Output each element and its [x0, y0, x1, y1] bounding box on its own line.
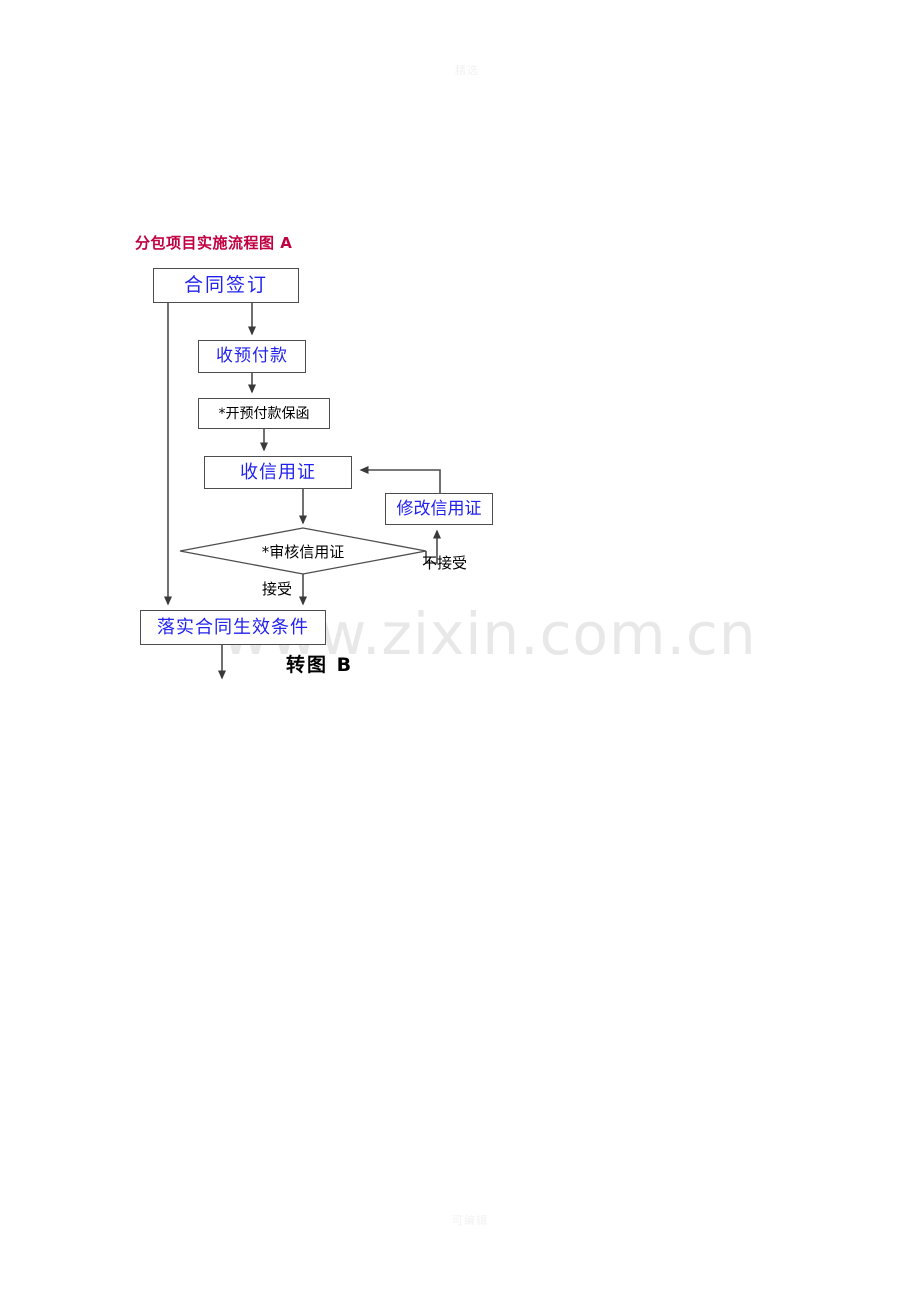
flow-node-fulfill-contract-effective-conditions[interactable]: 落实合同生效条件 — [140, 610, 326, 645]
flow-node-issue-advance-payment-guarantee[interactable]: *开预付款保函 — [198, 398, 330, 429]
page-faint-footer: 可编辑 — [452, 1214, 488, 1227]
page-faint-header: 精选 — [455, 64, 479, 77]
flowchart-title: 分包项目实施流程图 A — [135, 234, 293, 252]
flow-node-label: 落实合同生效条件 — [157, 616, 309, 638]
flow-node-label: *开预付款保函 — [218, 405, 310, 422]
flow-node-review-letter-of-credit[interactable]: *审核信用证 — [180, 528, 426, 574]
flow-node-contract-signing[interactable]: 合同签订 — [153, 268, 299, 303]
flow-node-receive-letter-of-credit[interactable]: 收信用证 — [204, 456, 352, 489]
flow-node-amend-letter-of-credit[interactable]: 修改信用证 — [385, 493, 493, 525]
goto-diagram-b-label: 转图 B — [286, 654, 354, 676]
flow-node-label: 收信用证 — [240, 461, 316, 483]
flow-node-label: *审核信用证 — [261, 542, 345, 561]
flow-node-label: 修改信用证 — [396, 498, 482, 519]
edge-label-accept: 接受 — [262, 580, 293, 598]
edge-label-not-accept: 不接受 — [422, 554, 468, 572]
flow-node-label: 收预付款 — [216, 346, 288, 366]
flow-node-label: 合同签订 — [183, 274, 268, 296]
flow-node-receive-advance-payment[interactable]: 收预付款 — [198, 340, 306, 373]
